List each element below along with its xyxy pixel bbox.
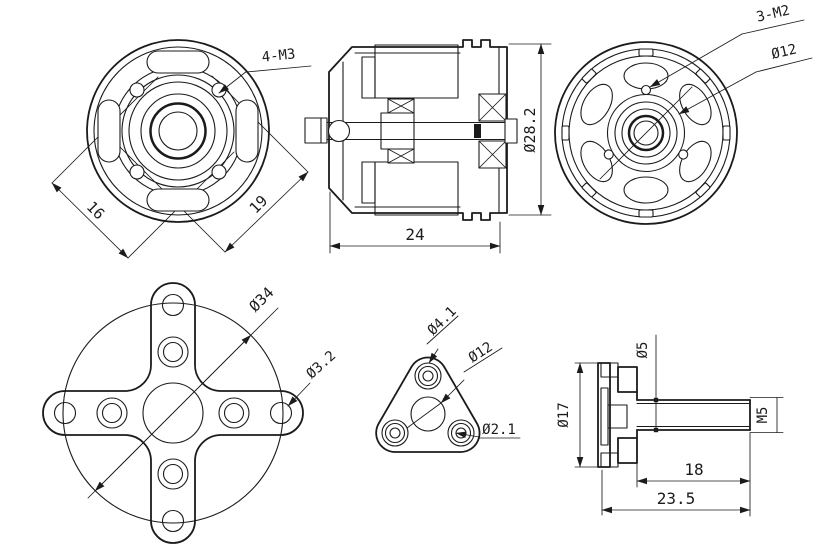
- dim-16-label: 16: [83, 198, 109, 224]
- leader-center-d12: Ø12: [440, 339, 503, 404]
- dim-28-2-label: Ø28.2: [521, 107, 539, 152]
- plate-center-hole: [142, 382, 204, 444]
- leader-boss-d4-1: Ø4.1: [425, 304, 460, 364]
- leader-3-m2: 3-M2: [649, 3, 805, 88]
- front-rim-circle: [93, 46, 263, 216]
- motor-section-view: 24 Ø28.2: [304, 39, 552, 254]
- prop-adapter-front-view: Ø4.1 Ø12 Ø2.1: [375, 304, 521, 453]
- leader-hub-d12: Ø12: [678, 41, 813, 115]
- dim-body-diameter-28-2: Ø28.2: [508, 43, 552, 216]
- overall-length-label: 23.5: [657, 489, 696, 508]
- rear-centerline: [599, 86, 693, 180]
- dim-19-label: 19: [246, 192, 272, 218]
- dim-body-length-24: 24: [329, 191, 501, 254]
- shaft: [304, 117, 506, 144]
- dim-24-label: 24: [405, 225, 424, 244]
- leader-4-m3: 4-M3: [218, 46, 312, 94]
- dim-flange-d17: Ø17: [556, 362, 599, 468]
- set-screw-circle: [327, 119, 351, 143]
- dim-shaft-d5: Ø5: [635, 334, 659, 433]
- stator-windings: [361, 44, 459, 216]
- rear-hub-dia-label: Ø12: [770, 41, 798, 62]
- front-outer-circle: [86, 39, 270, 223]
- plate-cross-outline: [42, 282, 304, 544]
- flange-dia-label: Ø17: [556, 402, 572, 427]
- thread-length-label: 18: [684, 460, 703, 479]
- adapter-hole-dia-label: Ø2.1: [482, 422, 516, 438]
- adapter-center-hole: [410, 396, 446, 432]
- mount-plate-view: Ø34 Ø3.2: [42, 282, 339, 544]
- leader-hole-d2-1: Ø2.1: [455, 422, 521, 439]
- adapter-hub-dia-label: Ø12: [466, 339, 496, 366]
- plate-outer-circle: [62, 302, 284, 524]
- plate-hole-dia-label: Ø3.2: [303, 348, 339, 382]
- dim-hole-spacing-16: 16: [51, 182, 129, 259]
- dim-thread-m5: M5: [749, 397, 784, 433]
- prop-nut: [504, 118, 518, 144]
- dim-thread-length-18: 18: [636, 432, 751, 517]
- plate-outer-dia-label: Ø34: [246, 284, 278, 316]
- motor-front-view: 16 19 4-M3: [51, 39, 312, 259]
- bearings: [380, 93, 518, 169]
- motor-rear-view: 3-M2 Ø12: [554, 3, 813, 225]
- front-ring-inner: [121, 74, 235, 188]
- screw-holes-label: 3-M2: [755, 3, 791, 26]
- adapter-centerline: [406, 402, 442, 429]
- front-hub: [128, 81, 228, 181]
- dim-hole-spacing-19: 19: [224, 171, 309, 253]
- rear-hub: [599, 86, 693, 180]
- shaft-dia-label: Ø5: [635, 342, 651, 359]
- thread-label: M5: [755, 407, 771, 424]
- adapter-threaded-shaft: [636, 399, 751, 431]
- rear-outer-circle: [554, 41, 738, 225]
- adapter-flange: [597, 362, 638, 468]
- adapter-boss-dia-label: Ø4.1: [425, 304, 460, 339]
- mount-holes-label: 4-M3: [261, 46, 296, 65]
- prop-adapter-side-view: Ø17 Ø5 M5 18 23.5: [556, 334, 784, 517]
- dim-overall-length-23-5: 23.5: [601, 469, 751, 516]
